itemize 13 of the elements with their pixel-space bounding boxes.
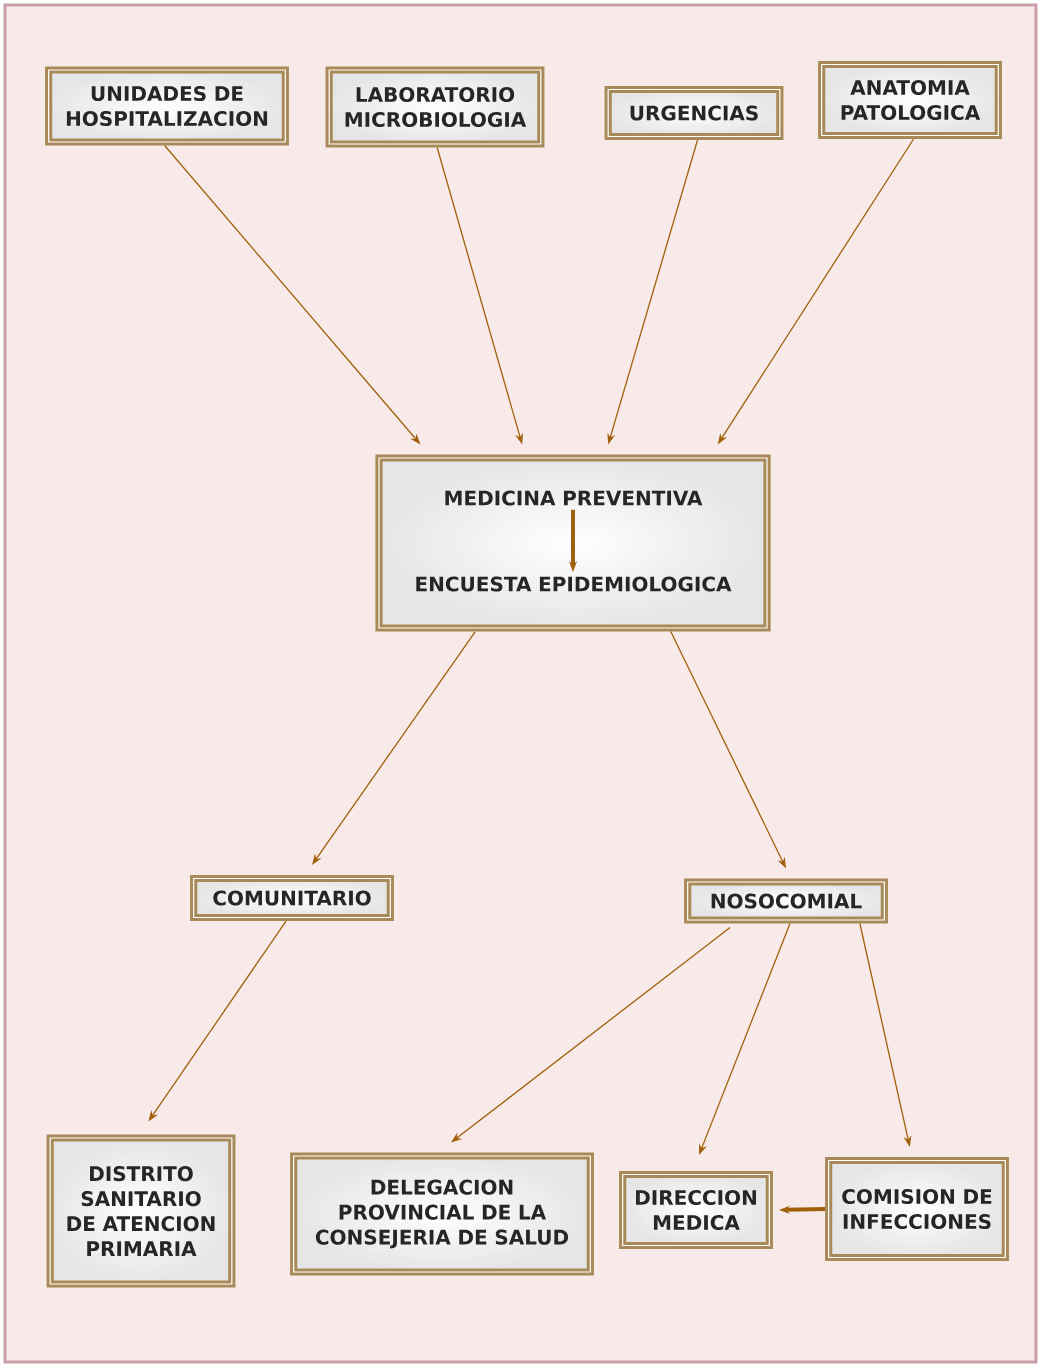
- node-text: MEDICINA PREVENTIVA: [445, 490, 703, 506]
- process-box: URGENCIAS: [604, 85, 784, 141]
- process-box: NOSOCOMIAL: [684, 878, 888, 924]
- process-box: DELEGACION PROVINCIAL DE LA CONSEJERIA DE SALUD: [290, 1152, 594, 1276]
- process-box: COMISION DE INFECCIONES: [825, 1156, 1009, 1262]
- process-box: LABORATORIO MICROBIOLOGIA: [325, 66, 545, 148]
- process-box: COMUNITARIO: [190, 874, 394, 922]
- process-box: UNIDADES DE HOSPITALIZACION: [45, 66, 289, 146]
- process-box: ANATOMIA PATOLOGICA: [818, 60, 1002, 140]
- process-box: DIRECCION MEDICA: [619, 1170, 773, 1250]
- process-box: DISTRITO SANITARIO DE ATENCION PRIMARIA: [46, 1134, 236, 1288]
- panel-box: [375, 454, 771, 632]
- node-text: ENCUESTA EPIDEMIOLOGICA: [416, 576, 732, 592]
